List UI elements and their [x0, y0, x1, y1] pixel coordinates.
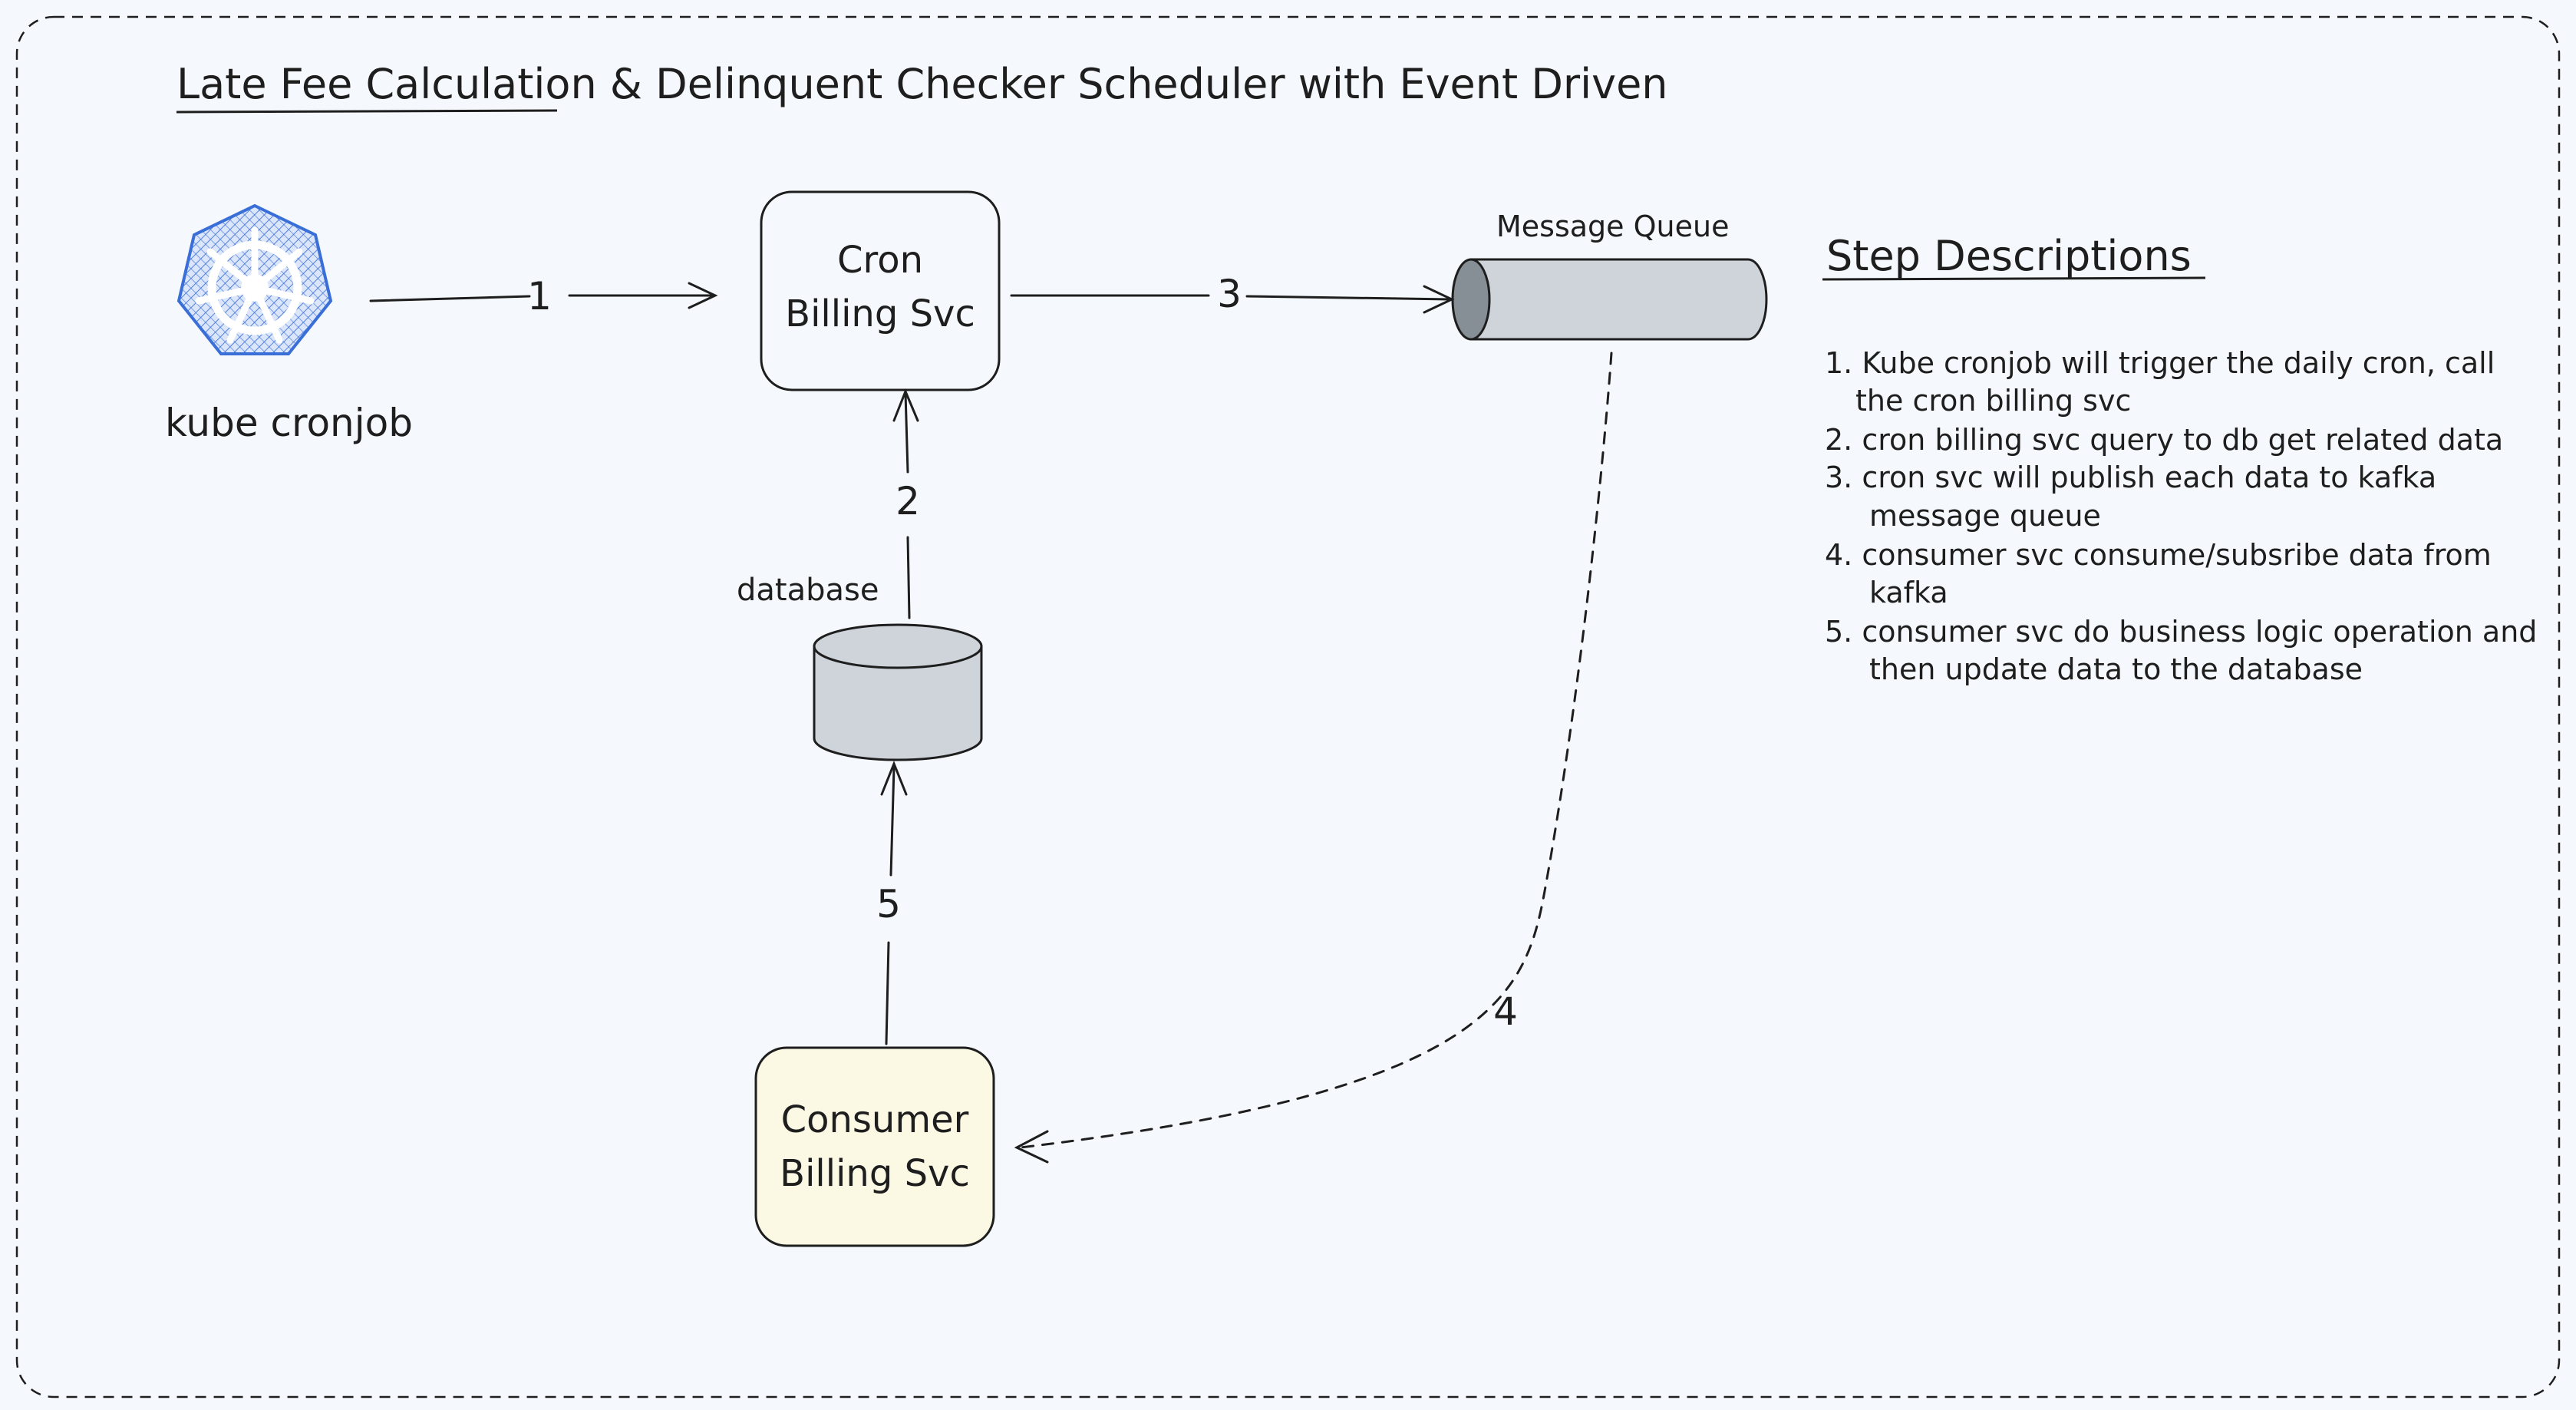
title-underline: [176, 109, 558, 114]
message-queue-label: Message Queue: [1496, 210, 1729, 243]
step-line: kafka: [1869, 576, 1948, 609]
edge-5-arrow: [880, 760, 908, 1045]
outer-frame: [15, 15, 2561, 1398]
edge-2-label: 2: [895, 479, 920, 523]
kubernetes-helm-icon: [176, 203, 333, 355]
edge-3-arrow: [1010, 285, 1455, 314]
kube-cronjob-label: kube cronjob: [165, 401, 413, 445]
edge-1-arrow: [369, 282, 718, 309]
step-line: 2. cron billing svc query to db get rela…: [1825, 423, 2503, 457]
cron-billing-svc-box: [760, 190, 1001, 391]
edge-5-label: 5: [876, 882, 901, 926]
consumer-billing-svc-line1: Consumer: [781, 1098, 969, 1141]
cron-billing-svc-line2: Billing Svc: [785, 292, 975, 335]
edge-1-label: 1: [527, 274, 552, 319]
edge-4-arrow: [1014, 352, 1613, 1164]
step-descriptions-list: 1. Kube cronjob will trigger the daily c…: [1825, 346, 2537, 686]
step-line: 3. cron svc will publish each data to ka…: [1825, 461, 2436, 494]
step-line: 1. Kube cronjob will trigger the daily c…: [1825, 346, 2495, 380]
database-cylinder: [813, 623, 983, 761]
edge-2-arrow: [892, 388, 919, 619]
diagram-title: Late Fee Calculation & Delinquent Checke…: [176, 60, 1668, 108]
message-queue-cylinder: [1451, 258, 1768, 341]
step-line: the cron billing svc: [1855, 384, 2131, 418]
step-descriptions-heading: Step Descriptions: [1826, 232, 2192, 280]
cron-billing-svc-line1: Cron: [837, 239, 923, 282]
step-line: 4. consumer svc consume/subsribe data fr…: [1825, 538, 2492, 572]
edge-4-label: 4: [1493, 989, 1518, 1034]
step-line: message queue: [1869, 499, 2101, 533]
step-line: 5. consumer svc do business logic operat…: [1825, 615, 2537, 649]
edge-3-label: 3: [1217, 272, 1242, 316]
database-label: database: [737, 573, 879, 608]
step-descriptions-underline: [1822, 276, 2206, 281]
consumer-billing-svc-box: [754, 1046, 995, 1247]
step-line: then update data to the database: [1869, 652, 2363, 686]
consumer-billing-svc-line2: Billing Svc: [780, 1152, 970, 1195]
